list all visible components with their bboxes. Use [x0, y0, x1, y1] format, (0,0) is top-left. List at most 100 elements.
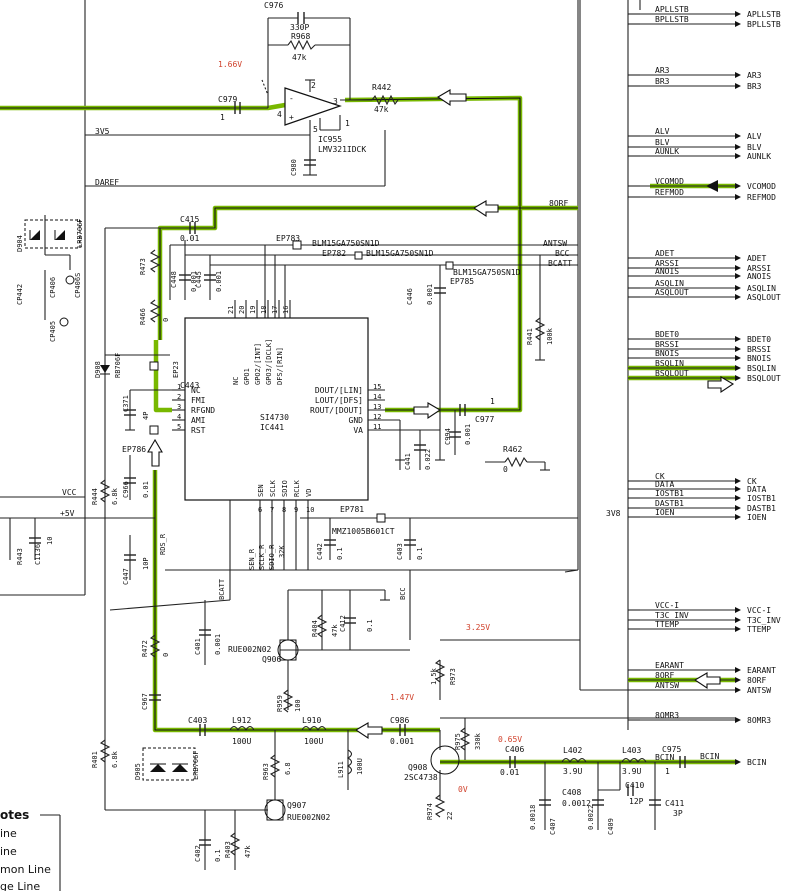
connector-label-17: BSQLIN	[747, 364, 776, 373]
net-3v5: 3V5	[95, 127, 110, 136]
net-antsw: ANTSW	[543, 239, 567, 248]
r975-value: 330k	[474, 732, 482, 750]
connector-arrow-23	[735, 514, 741, 520]
connector-label-28: 8ORF	[747, 676, 766, 685]
opamp-pin-2: 2	[311, 81, 316, 90]
connector-arrow-9	[735, 255, 741, 261]
voltage-3-25v: 3.25V	[466, 623, 490, 632]
r473-r466: R473 R466 0 EP23	[139, 249, 180, 378]
r443-ref: R443	[16, 548, 24, 565]
c403-ref: C403	[188, 716, 207, 725]
r973-ref: R973	[449, 668, 457, 685]
blm-1: BLM15GA750SN1D	[312, 239, 380, 248]
cp405-label: CP405	[49, 321, 57, 342]
q908-part: 2SC4738	[404, 773, 438, 782]
connector-inner-label-3: BR3	[655, 77, 670, 86]
connector-label-3: BR3	[747, 82, 762, 91]
ic-bottom-pin-num-10: 10	[306, 506, 314, 514]
ep782-label: EP782	[322, 249, 346, 258]
connector-arrow-19	[735, 478, 741, 484]
c401-ref: C401	[194, 638, 202, 655]
connector-arrow-26	[735, 626, 741, 632]
bcatt-vertical: BCATT	[218, 578, 226, 600]
c442-value: 0.1	[336, 547, 344, 560]
c975-ref: C975	[662, 745, 681, 754]
connector-label-15: BRSSI	[747, 345, 771, 354]
net-5v: +5V	[60, 509, 75, 518]
bcc-vertical: BCC	[399, 587, 407, 600]
net-vcc: VCC	[62, 488, 77, 497]
c448-ref: C448	[170, 271, 178, 288]
c447-value: 10P	[142, 557, 150, 570]
c402-ref: C402	[194, 845, 202, 862]
l402-ref: L402	[563, 746, 582, 755]
r974-ref: R974	[426, 803, 434, 820]
cp442-label: CP442	[16, 284, 24, 305]
ic-left-pin-num-4: 4	[177, 413, 181, 421]
connector-arrow-27	[735, 667, 741, 673]
d905-ref: D905	[134, 763, 142, 780]
c406-value: 0.01	[500, 768, 519, 777]
ep785-label: EP785	[450, 277, 474, 286]
r442-ref: R442	[372, 83, 391, 92]
r401-ref: R401	[91, 751, 99, 768]
r404-value: 47k	[331, 624, 339, 637]
connector-arrow-25	[735, 617, 741, 623]
ic-top-pin-label-17: DFS/[RIN]	[276, 347, 284, 385]
c986-ref: C986	[390, 716, 409, 725]
c994-ref: C994	[444, 428, 452, 445]
connector-label-23: IOEN	[747, 513, 766, 522]
connector-label-2: AR3	[747, 71, 762, 80]
connector-arrow-3	[735, 83, 741, 89]
connector-label-21: IOSTB1	[747, 494, 776, 503]
voltage-1-66v: 1.66V	[218, 60, 242, 69]
right-connector: APLLSTBAPLLSTBBPLLSTBBPLLSTBAR3AR3BR3BR3…	[628, 5, 781, 767]
connector-arrow-20	[735, 486, 741, 492]
q906-part: RUE002N02	[228, 645, 272, 654]
r442-value: 47k	[374, 105, 389, 114]
ic-right-pin-num-14: 14	[373, 393, 381, 401]
connector-inner-label-1: BPLLSTB	[655, 15, 689, 24]
r441-value: 100k	[546, 327, 554, 345]
l910-value: 100U	[304, 737, 323, 746]
ic-left-pin-label-2: FMI	[191, 396, 206, 405]
r963-value: 6.8	[284, 762, 292, 775]
ic-left-pin-label-1: NC	[191, 386, 201, 395]
ic-right-pin-num-12: 12	[373, 413, 381, 421]
signal-arrows	[147, 89, 735, 740]
connector-inner-label-16: BNOIS	[655, 349, 679, 358]
ic-right-pin-label-15: DOUT/[LIN]	[315, 386, 363, 395]
svg-text:+: +	[289, 113, 294, 122]
c415-ref: C415	[180, 215, 199, 224]
d904-part: LRB706F	[76, 218, 84, 248]
ic-top-pin-num-16: 16	[282, 306, 290, 314]
l402-value: 3.9U	[563, 767, 582, 776]
connector-inner-label-13: ASQLOUT	[655, 288, 689, 297]
connector-label-14: BDET0	[747, 335, 771, 344]
connector-inner-label-22: DASTB1	[655, 499, 684, 508]
ic-right-components: C446 0.001 R441 100k C977 1 C994 0.001 R…	[404, 255, 554, 474]
d905-part: LRB706F	[192, 750, 200, 780]
net-daref: DAREF	[95, 178, 119, 187]
connector-arrow-11	[735, 273, 741, 279]
c441-ref: C441	[404, 453, 412, 470]
connector-arrow-30	[735, 717, 741, 723]
bottom-left-components: R401 6.8k D905 LRB706F R963 6.8 Q907 RUE…	[91, 610, 364, 870]
connector-inner-label-11: ANOIS	[655, 267, 679, 276]
sdio-r-label: SDIO_R	[268, 544, 276, 570]
cp406-label: CP406	[49, 277, 57, 298]
connector-arrow-24	[735, 607, 741, 613]
ic-ref: IC441	[260, 423, 284, 432]
c446-value: 0.001	[426, 284, 434, 305]
connector-inner-label-7: VCOMOD	[655, 177, 684, 186]
opamp-part: LMV321IDCK	[318, 145, 366, 154]
c986-value: 0.001	[390, 737, 414, 746]
r444-ref: R444	[91, 488, 99, 505]
q906-ref: Q906	[262, 655, 281, 664]
connector-label-30: 8OMR3	[747, 716, 771, 725]
ic-top-pin-label-21: NC	[232, 377, 240, 385]
opamp-ic955: - + C976 330P R968 47k 1.66V C97	[85, 1, 399, 187]
voltage-0v: 0V	[458, 785, 468, 794]
connector-inner-label-15: BRSSI	[655, 340, 679, 349]
rds-r-label: RDS_R	[159, 533, 167, 555]
